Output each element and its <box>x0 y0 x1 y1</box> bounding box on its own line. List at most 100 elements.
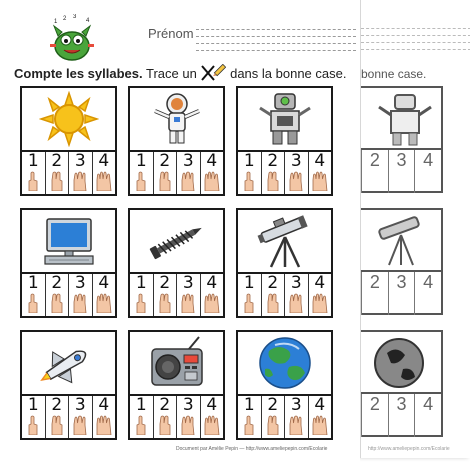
finger-count-4-icon <box>204 293 220 313</box>
syllable-choice-row: 1 2 3 4 <box>22 396 115 438</box>
finger-count-2-icon <box>51 293 63 313</box>
finger-count-2-icon <box>159 415 171 435</box>
rocket-ship-icon <box>39 350 86 384</box>
finger-count-3-icon <box>289 171 303 191</box>
syllable-choice-row: 1 2 3 4 <box>130 396 223 438</box>
syllable-choice-1[interactable]: 1 <box>130 274 153 316</box>
ghost-number-cell: 2 <box>361 394 388 437</box>
telescope-icon <box>257 215 308 268</box>
footer-credit: Document par Amélie Pepin — http://www.a… <box>176 446 328 452</box>
card-astronaut: 1 2 3 4 <box>128 86 225 196</box>
syllable-choice-3[interactable]: 3 <box>176 274 200 316</box>
finger-count-1-icon <box>28 171 38 191</box>
finger-count-2-icon <box>159 171 171 191</box>
instructions-part2: dans la bonne case. <box>230 66 347 81</box>
syllable-choice-4[interactable]: 4 <box>199 152 224 194</box>
syllable-choice-4[interactable]: 4 <box>91 152 116 194</box>
mascot-number: 4 <box>86 18 90 24</box>
ghost-number-cell: 2 <box>361 150 388 193</box>
syllable-choice-1[interactable]: 1 <box>238 396 261 438</box>
ghost-number-cell: 3 <box>387 150 415 193</box>
syllable-choice-1[interactable]: 1 <box>130 152 153 194</box>
syllable-choice-3[interactable]: 3 <box>284 274 308 316</box>
syllable-choice-3[interactable]: 3 <box>284 152 308 194</box>
syllable-choice-row: 1 2 3 4 <box>22 152 115 194</box>
syllable-choice-4[interactable]: 4 <box>199 274 224 316</box>
syllable-choice-4[interactable]: 4 <box>91 396 116 438</box>
syllable-choice-row: 1 2 3 4 <box>238 396 331 438</box>
prenom-label: Prénom <box>148 26 194 41</box>
finger-count-3-icon <box>181 293 195 313</box>
robot-icon <box>378 94 432 146</box>
ghost-number-cell: 3 <box>387 394 415 437</box>
syllable-choice-3[interactable]: 3 <box>68 274 92 316</box>
syllable-choice-row: 1 2 3 4 <box>22 274 115 316</box>
card-earth: 1 2 3 4 <box>236 330 333 440</box>
finger-count-4-icon <box>204 415 220 435</box>
finger-count-1-icon <box>244 171 254 191</box>
ghost-number-cell: 4 <box>414 394 441 437</box>
syllable-choice-row: 1 2 3 4 <box>238 152 331 194</box>
syllable-choice-3[interactable]: 3 <box>176 396 200 438</box>
finger-count-1-icon <box>244 293 254 313</box>
card-radio: 1 2 3 4 <box>128 330 225 440</box>
syllable-choice-2[interactable]: 2 <box>260 152 285 194</box>
ghost-number-cell: 2 <box>361 272 388 315</box>
syllable-choice-4[interactable]: 4 <box>307 396 332 438</box>
syllable-choice-1[interactable]: 1 <box>238 152 261 194</box>
finger-count-4-icon <box>312 171 328 191</box>
earth-icon <box>374 338 424 388</box>
finger-count-3-icon <box>289 293 303 313</box>
syllable-choice-4[interactable]: 4 <box>199 396 224 438</box>
syllable-choice-1[interactable]: 1 <box>238 274 261 316</box>
syllable-choice-3[interactable]: 3 <box>68 152 92 194</box>
syllable-choice-2[interactable]: 2 <box>152 396 177 438</box>
ghost-card-earth: 2 3 4 <box>361 330 443 437</box>
mascot-number: 1 <box>54 19 58 25</box>
card-sun: 1 2 3 4 <box>20 86 117 196</box>
syllable-choice-3[interactable]: 3 <box>68 396 92 438</box>
syllable-choice-1[interactable]: 1 <box>130 396 153 438</box>
finger-count-1-icon <box>28 293 38 313</box>
syllable-choice-3[interactable]: 3 <box>176 152 200 194</box>
finger-count-2-icon <box>51 171 63 191</box>
syllable-choice-2[interactable]: 2 <box>152 152 177 194</box>
ghost-instructions: bonne case. <box>361 67 427 81</box>
pencil-x-icon <box>201 64 227 81</box>
syllable-choice-1[interactable]: 1 <box>22 274 45 316</box>
ghost-footer: http://www.ameliepepin.com/Ecolarie <box>368 446 450 452</box>
finger-count-3-icon <box>181 171 195 191</box>
computer-icon <box>43 218 94 265</box>
syllable-choice-4[interactable]: 4 <box>307 152 332 194</box>
card-screw: 1 2 3 4 <box>128 208 225 318</box>
finger-count-3-icon <box>289 415 303 435</box>
robot-icon <box>258 93 311 145</box>
monster-mascot-icon: 1 2 3 4 <box>50 14 94 61</box>
worksheet-page: 1 2 3 4 Prénom Compte les syllabes. Trac… <box>14 14 356 452</box>
name-write-lines <box>196 29 356 57</box>
syllable-choice-2[interactable]: 2 <box>44 152 69 194</box>
finger-count-4-icon <box>96 415 112 435</box>
screw-icon <box>149 227 202 260</box>
syllable-choice-1[interactable]: 1 <box>22 152 45 194</box>
mascot-number: 2 <box>63 16 67 22</box>
syllable-choice-2[interactable]: 2 <box>44 274 69 316</box>
mascot-number: 3 <box>73 14 77 20</box>
finger-count-2-icon <box>267 171 279 191</box>
syllable-choice-2[interactable]: 2 <box>260 274 285 316</box>
instructions: Compte les syllabes. Trace un dans la bo… <box>14 64 346 82</box>
syllable-choice-2[interactable]: 2 <box>260 396 285 438</box>
syllable-choice-3[interactable]: 3 <box>284 396 308 438</box>
finger-count-2-icon <box>159 293 171 313</box>
syllable-choice-4[interactable]: 4 <box>91 274 116 316</box>
finger-count-4-icon <box>96 293 112 313</box>
finger-count-2-icon <box>267 293 279 313</box>
finger-count-4-icon <box>96 171 112 191</box>
instructions-part1: Trace un <box>146 66 197 81</box>
syllable-choice-1[interactable]: 1 <box>22 396 45 438</box>
ghost-number-cell: 4 <box>414 150 441 193</box>
finger-count-3-icon <box>73 171 87 191</box>
syllable-choice-4[interactable]: 4 <box>307 274 332 316</box>
syllable-choice-2[interactable]: 2 <box>152 274 177 316</box>
syllable-choice-2[interactable]: 2 <box>44 396 69 438</box>
